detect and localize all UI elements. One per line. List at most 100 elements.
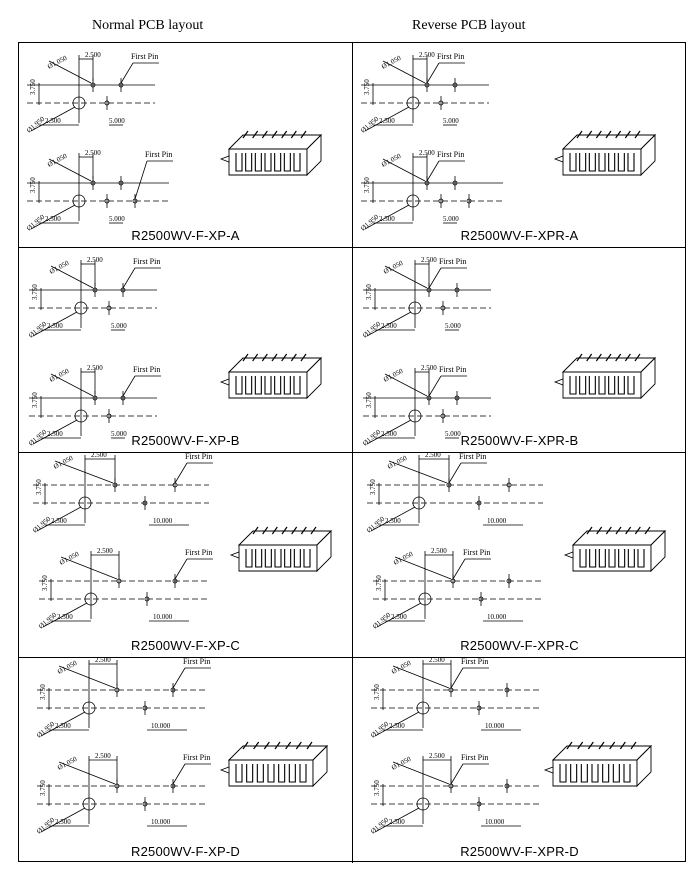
dia-small-label: Ø1.050 [48, 259, 71, 276]
connector-slot [579, 376, 587, 395]
connector-pin [300, 526, 307, 535]
connector-slot [589, 549, 597, 568]
connector-slot [598, 549, 606, 568]
dim-2500-label: 2.500 [57, 613, 73, 621]
connector-illustration [543, 741, 653, 788]
dim-5000-label: 5.000 [111, 430, 127, 438]
connector-side [636, 744, 652, 788]
connector-slot [254, 153, 262, 172]
dim-2500-label: 2.500 [55, 818, 71, 826]
connector-pin [634, 526, 641, 535]
dia-small-label: Ø1.050 [392, 550, 415, 567]
connector-slot [283, 153, 291, 172]
first-pin-label: First Pin [463, 548, 490, 557]
first-pin-label: First Pin [131, 52, 158, 61]
connector-slot [598, 153, 606, 172]
connector-slot [617, 376, 625, 395]
connector-pin [595, 130, 602, 139]
connector-pin [306, 741, 313, 750]
dim-3750-label: 3.750 [41, 575, 49, 591]
connector-slot [608, 153, 616, 172]
caption-xpr-a: R2500WV-F-XPR-A [460, 228, 579, 243]
first-pin-leader [450, 763, 464, 785]
connector-slot [637, 549, 645, 568]
dim-5000-label: 5.000 [443, 117, 459, 125]
connector-illustration [219, 130, 323, 177]
connector-pin [281, 353, 288, 362]
dim-2500-label: 2.500 [47, 322, 63, 330]
leader-large-dia [42, 602, 88, 628]
connector-pin [252, 526, 259, 535]
dim-2500-label: 2.500 [381, 430, 397, 438]
leader-small-dia [388, 460, 448, 484]
connector-pin [252, 353, 259, 362]
connector-slot [608, 376, 616, 395]
connector-slot [627, 376, 635, 395]
leader-large-dia [374, 711, 420, 737]
dim-10000-label: 10.000 [487, 613, 507, 621]
first-pin-leader [428, 267, 442, 289]
first-pin-label: First Pin [145, 150, 172, 159]
connector-pin [576, 130, 583, 139]
first-pin-label: First Pin [185, 453, 212, 461]
dim-10000-label: 10.000 [485, 818, 505, 826]
dim-5000-label: 5.000 [443, 215, 459, 223]
leader-small-dia [50, 373, 94, 397]
connector-slot [245, 376, 253, 395]
connector-slot [288, 764, 296, 783]
caption-xpr-c: R2500WV-F-XPR-C [460, 638, 579, 653]
first-pin-label: First Pin [439, 257, 466, 266]
leader-large-dia [30, 204, 76, 230]
dim-2500-label: 2.500 [421, 256, 437, 264]
connector-pin [566, 741, 573, 750]
first-pin-leader [134, 160, 148, 200]
connector-top [561, 134, 657, 150]
connector-pin [605, 353, 612, 362]
dim-3750-label: 3.750 [31, 392, 39, 408]
connector-peg [219, 378, 230, 386]
connector-illustration [563, 526, 667, 573]
connector-slot [580, 764, 588, 783]
dia-small-label: Ø1.050 [380, 54, 403, 71]
connector-slot [255, 549, 263, 568]
dim-10000-label: 10.000 [151, 818, 171, 826]
connector-slot [579, 153, 587, 172]
first-pin-leader [450, 667, 464, 689]
connector-pin [274, 741, 281, 750]
leader-large-dia [366, 311, 412, 337]
connector-slot [235, 376, 243, 395]
connector-slot [264, 549, 272, 568]
leader-small-dia [384, 373, 428, 397]
first-pin-label: First Pin [185, 548, 212, 557]
connector-slot [569, 153, 577, 172]
connector-pin [253, 741, 260, 750]
normal-pcb-layout-header: Normal PCB layout [92, 18, 204, 33]
dim-2500-label: 2.500 [51, 517, 67, 525]
dia-small-label: Ø1.050 [52, 454, 75, 471]
connector-pin [596, 526, 603, 535]
connector-slot [293, 549, 301, 568]
dim-5000-label: 5.000 [445, 430, 461, 438]
dim-2500-label: 2.500 [419, 149, 435, 157]
connector-pin [586, 526, 593, 535]
reverse-pcb-layout-header: Reverse PCB layout [412, 18, 526, 33]
first-pin-leader [174, 558, 188, 580]
dia-small-label: Ø1.050 [48, 367, 71, 384]
dim-2500-label: 2.500 [425, 453, 441, 459]
connector-slot [283, 376, 291, 395]
connector-pin [619, 741, 626, 750]
connector-peg [219, 766, 230, 774]
connector-side [640, 133, 656, 177]
connector-pin [624, 130, 631, 139]
connector-side [306, 133, 322, 177]
dim-10000-label: 10.000 [151, 722, 171, 730]
connector-pin [576, 353, 583, 362]
connector-illustration [229, 526, 333, 573]
connector-pin [290, 353, 297, 362]
dim-2500-label: 2.500 [95, 658, 111, 664]
connector-slot [274, 376, 282, 395]
